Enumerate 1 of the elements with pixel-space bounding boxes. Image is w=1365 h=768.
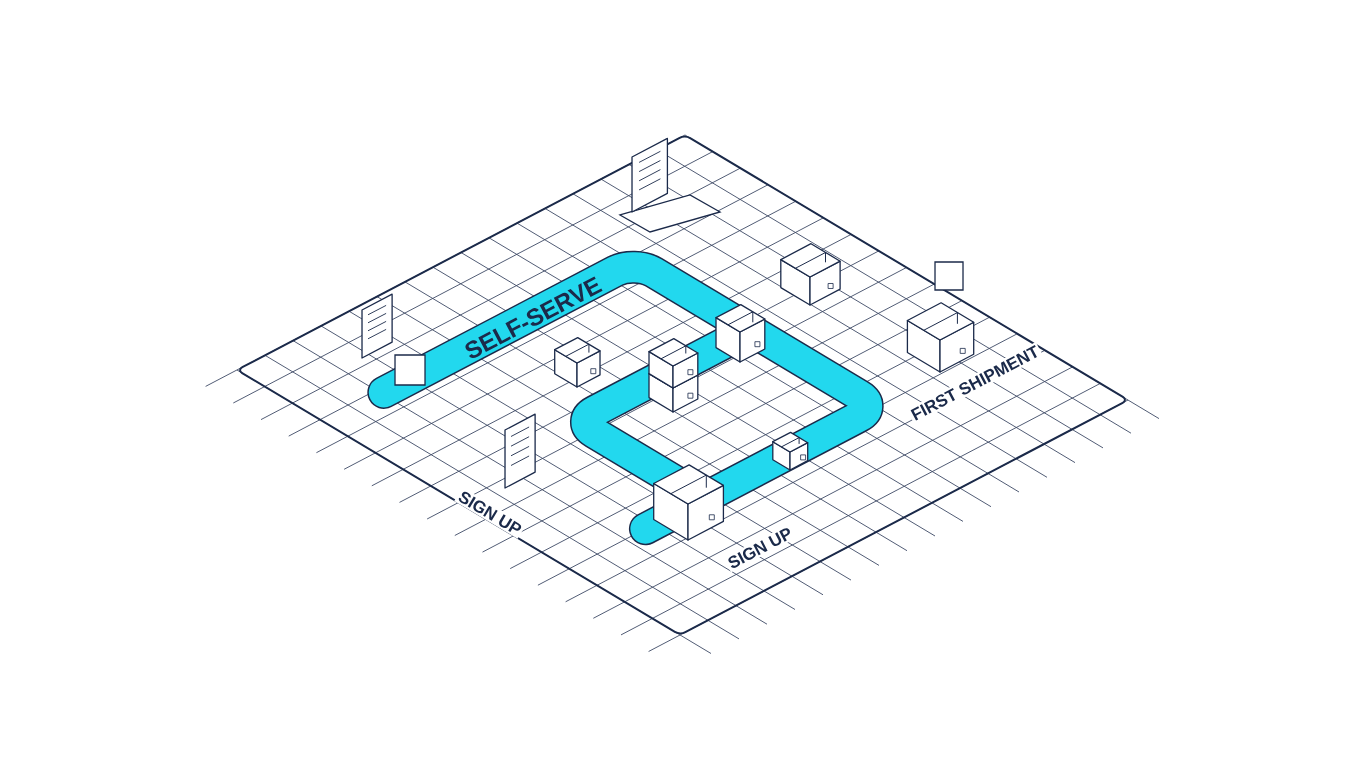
path-label: SIGN UP (723, 523, 797, 573)
